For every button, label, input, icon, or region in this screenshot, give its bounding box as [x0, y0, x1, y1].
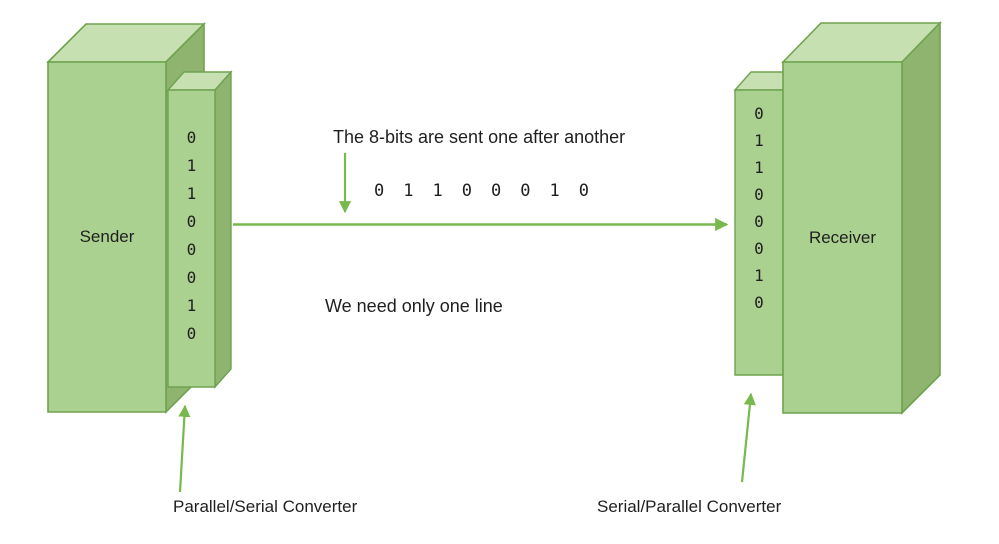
bit-value: 0: [520, 181, 531, 201]
bit-value: 0: [186, 128, 197, 147]
receiver-box-side-face: [901, 21, 941, 415]
sender-converter-bits: 0 1 1 0 0 0 1 0: [168, 124, 215, 348]
bit-value: 1: [186, 296, 197, 315]
sender-converter-side-face: [214, 70, 232, 389]
bit-value: 1: [754, 266, 764, 285]
bit-value: 1: [403, 181, 414, 201]
bit-value: 0: [754, 212, 764, 231]
bit-value: 1: [432, 181, 443, 201]
sender-converter-pointer-arrow: [178, 404, 191, 493]
serial-note-text: The 8-bits are sent one after another: [333, 127, 626, 147]
bit-value: 1: [186, 184, 197, 203]
serial-parallel-converter-label: Serial/Parallel Converter: [597, 497, 782, 516]
sender-converter-box: [166, 70, 233, 389]
receiver-label: Receiver: [808, 227, 877, 247]
receiver-converter-bits: 0 1 1 0 0 0 1 0: [735, 100, 783, 316]
receiver-converter-pointer-arrow: [740, 392, 756, 483]
line-note-text: We need only one line: [325, 296, 503, 316]
bit-value: 0: [754, 185, 764, 204]
sender-converter-front-face: [167, 89, 216, 388]
bit-value: 0: [754, 104, 764, 123]
bit-value: 0: [374, 181, 385, 201]
bit-value: 0: [186, 240, 197, 259]
bit-value: 1: [754, 158, 764, 177]
bit-value: 1: [549, 181, 560, 201]
sender-box-front-face: [47, 61, 167, 413]
bit-value: 0: [186, 324, 197, 343]
bit-value: 0: [491, 181, 502, 201]
bit-value: 0: [186, 268, 197, 287]
bit-value: 0: [754, 293, 764, 312]
bit-value: 0: [754, 239, 764, 258]
bit-value: 1: [186, 156, 197, 175]
sender-label: Sender: [79, 227, 135, 246]
receiver-box-front-face: [782, 61, 903, 414]
bit-value: 1: [754, 131, 764, 150]
receiver-box: [781, 21, 942, 415]
bit-value: 0: [461, 181, 472, 201]
bit-value: 0: [578, 181, 589, 201]
bit-value: 0: [186, 212, 197, 231]
parallel-serial-converter-label: Parallel/Serial Converter: [173, 497, 358, 516]
